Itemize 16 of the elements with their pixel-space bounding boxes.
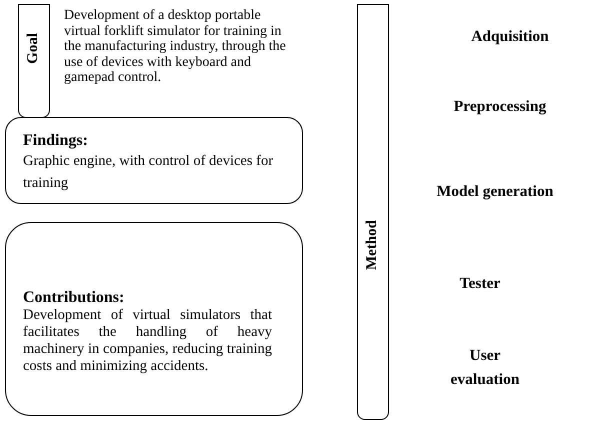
method-step-label: User evaluation (450, 346, 520, 390)
box-text: Graphic engine, with control of devices for training (23, 152, 274, 193)
vertical-label-box (357, 4, 389, 420)
rounded-text-box (5, 117, 303, 204)
box-title: Method (364, 220, 381, 270)
method-step-label: Model generation (436, 182, 554, 202)
method-step-label: Tester (458, 274, 502, 294)
box-heading: Findings: (23, 132, 89, 150)
method-step-label: Adquisition (470, 27, 550, 47)
vertical-label-box (18, 4, 50, 118)
method-step-label: Preprocessing (452, 97, 548, 117)
box-heading: Contributions: (23, 289, 126, 307)
description-text: Development of a desktop portable virtual forklift simulator for training in the manufacturing industry, through the use of devices with keyboard and gamepad control. (64, 8, 286, 86)
box-title: Goal (25, 33, 42, 64)
rounded-text-box (5, 222, 303, 416)
box-text: Development of virtual simulators that facilitates the handling of heavy machinery in companies, reducing training costs and minimizing accidents. (23, 307, 272, 375)
